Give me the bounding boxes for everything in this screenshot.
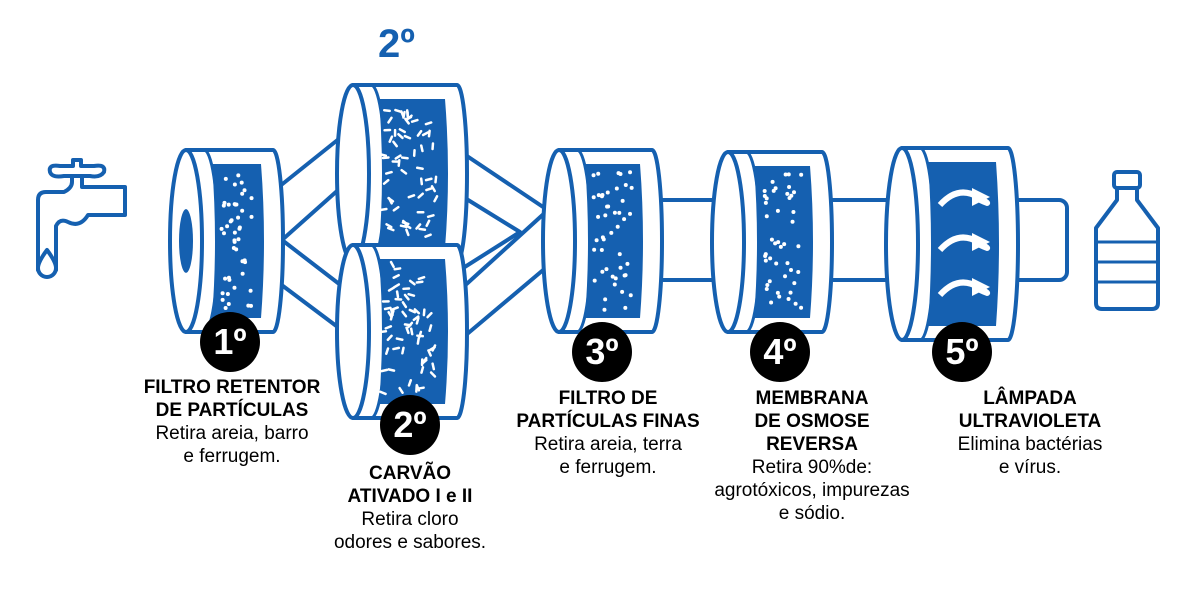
filter-2-carbon-bottom — [335, 243, 469, 420]
water-tap-icon — [36, 158, 127, 279]
step-4-desc-line: agrotóxicos, impurezas — [714, 480, 910, 501]
step-4-title-line: MEMBRANA — [755, 388, 869, 409]
top-cylinder-number: 2º — [378, 22, 415, 66]
step-4-label: MEMBRANA DE OSMOSE REVERSA Retira 90%de:… — [714, 387, 909, 525]
filter-3-fine-particles — [541, 148, 664, 334]
filter-media — [379, 99, 448, 248]
filter-4-reverse-osmosis — [710, 150, 834, 334]
filter-media — [754, 166, 813, 318]
step-2-label: CARVÃO ATIVADO I e II Retira cloro odore… — [334, 462, 486, 554]
water-bottle-icon — [1094, 170, 1160, 311]
step-5-badge: 5º — [932, 322, 992, 382]
step-1-label: FILTRO RETENTOR DE PARTÍCULAS Retira are… — [144, 376, 321, 468]
step-5-title-line: ULTRAVIOLETA — [958, 411, 1102, 432]
step-2-desc-line: Retira cloro — [361, 509, 459, 530]
step-3-desc-line: Retira areia, terra — [534, 434, 682, 455]
step-3-title-line: PARTÍCULAS FINAS — [516, 411, 700, 432]
filter-media — [928, 162, 999, 326]
step-5-title-line: LÂMPADA — [983, 388, 1077, 409]
filter-2-carbon-top — [335, 83, 469, 264]
step-3-badge: 3º — [572, 322, 632, 382]
step-3-label: FILTRO DE PARTÍCULAS FINAS Retira areia,… — [516, 387, 699, 479]
connector-pipes — [273, 128, 1069, 342]
step-2-desc-line: odores e sabores. — [333, 532, 487, 553]
filter-media — [379, 259, 448, 404]
step-1-desc-line: Retira areia, barro — [155, 423, 309, 444]
filter-1-sediment — [168, 148, 285, 334]
step-4-title-line: REVERSA — [766, 434, 858, 455]
step-5-desc-line: Elimina bactérias — [957, 434, 1103, 455]
step-1-badge: 1º — [200, 312, 260, 372]
step-2-title-line: ATIVADO I e II — [347, 486, 473, 507]
step-5-label: LÂMPADA ULTRAVIOLETA Elimina bactérias e… — [958, 387, 1103, 479]
step-4-desc-line: Retira 90%de: — [751, 457, 873, 478]
step-1-title-line: DE PARTÍCULAS — [155, 400, 309, 421]
filter-media — [585, 164, 643, 318]
step-4-title-line: DE OSMOSE — [754, 411, 870, 432]
step-5-desc-line: e vírus. — [998, 457, 1062, 478]
step-3-desc-line: e ferrugem. — [559, 457, 657, 478]
step-3-title-line: FILTRO DE — [558, 388, 658, 409]
step-2-badge: 2º — [380, 395, 440, 455]
filter-5-uv-lamp — [884, 146, 1020, 342]
step-4-desc-line: e sódio. — [778, 503, 846, 524]
step-1-title-line: FILTRO RETENTOR — [143, 377, 321, 398]
step-2-title-line: CARVÃO — [369, 463, 451, 484]
step-1-desc-line: e ferrugem. — [183, 446, 281, 467]
step-4-badge: 4º — [750, 322, 810, 382]
